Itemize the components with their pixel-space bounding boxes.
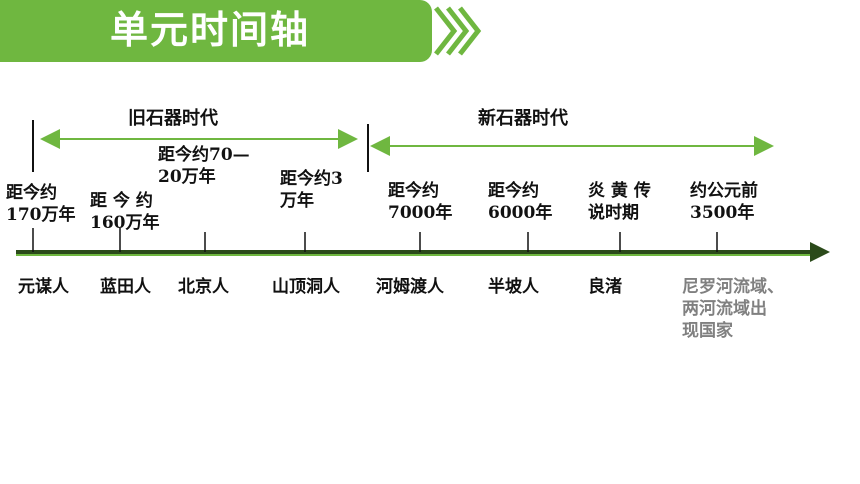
site-label: 北京人 <box>178 277 229 297</box>
world-history-note: 尼罗河流域、 两河流域出 现国家 <box>682 277 784 341</box>
site-label: 山顶洞人 <box>272 277 340 297</box>
era-label-neolithic: 新石器时代 <box>478 108 568 129</box>
date-label: 炎 黄 传说时期 <box>588 181 651 223</box>
timeline-axis-arrowhead <box>810 242 830 262</box>
chevron-arrows-icon <box>434 6 482 56</box>
title-banner: 单元时间轴 <box>0 0 432 62</box>
site-label: 半坡人 <box>488 277 539 297</box>
era-label-paleolithic: 旧石器时代 <box>128 108 218 129</box>
site-label: 元谋人 <box>18 277 69 297</box>
page-title: 单元时间轴 <box>110 7 311 52</box>
site-label: 河姆渡人 <box>376 277 444 297</box>
site-label: 良渚 <box>588 277 622 297</box>
site-label: 蓝田人 <box>100 277 151 297</box>
date-label: 距今约70—20万年 <box>158 145 250 187</box>
